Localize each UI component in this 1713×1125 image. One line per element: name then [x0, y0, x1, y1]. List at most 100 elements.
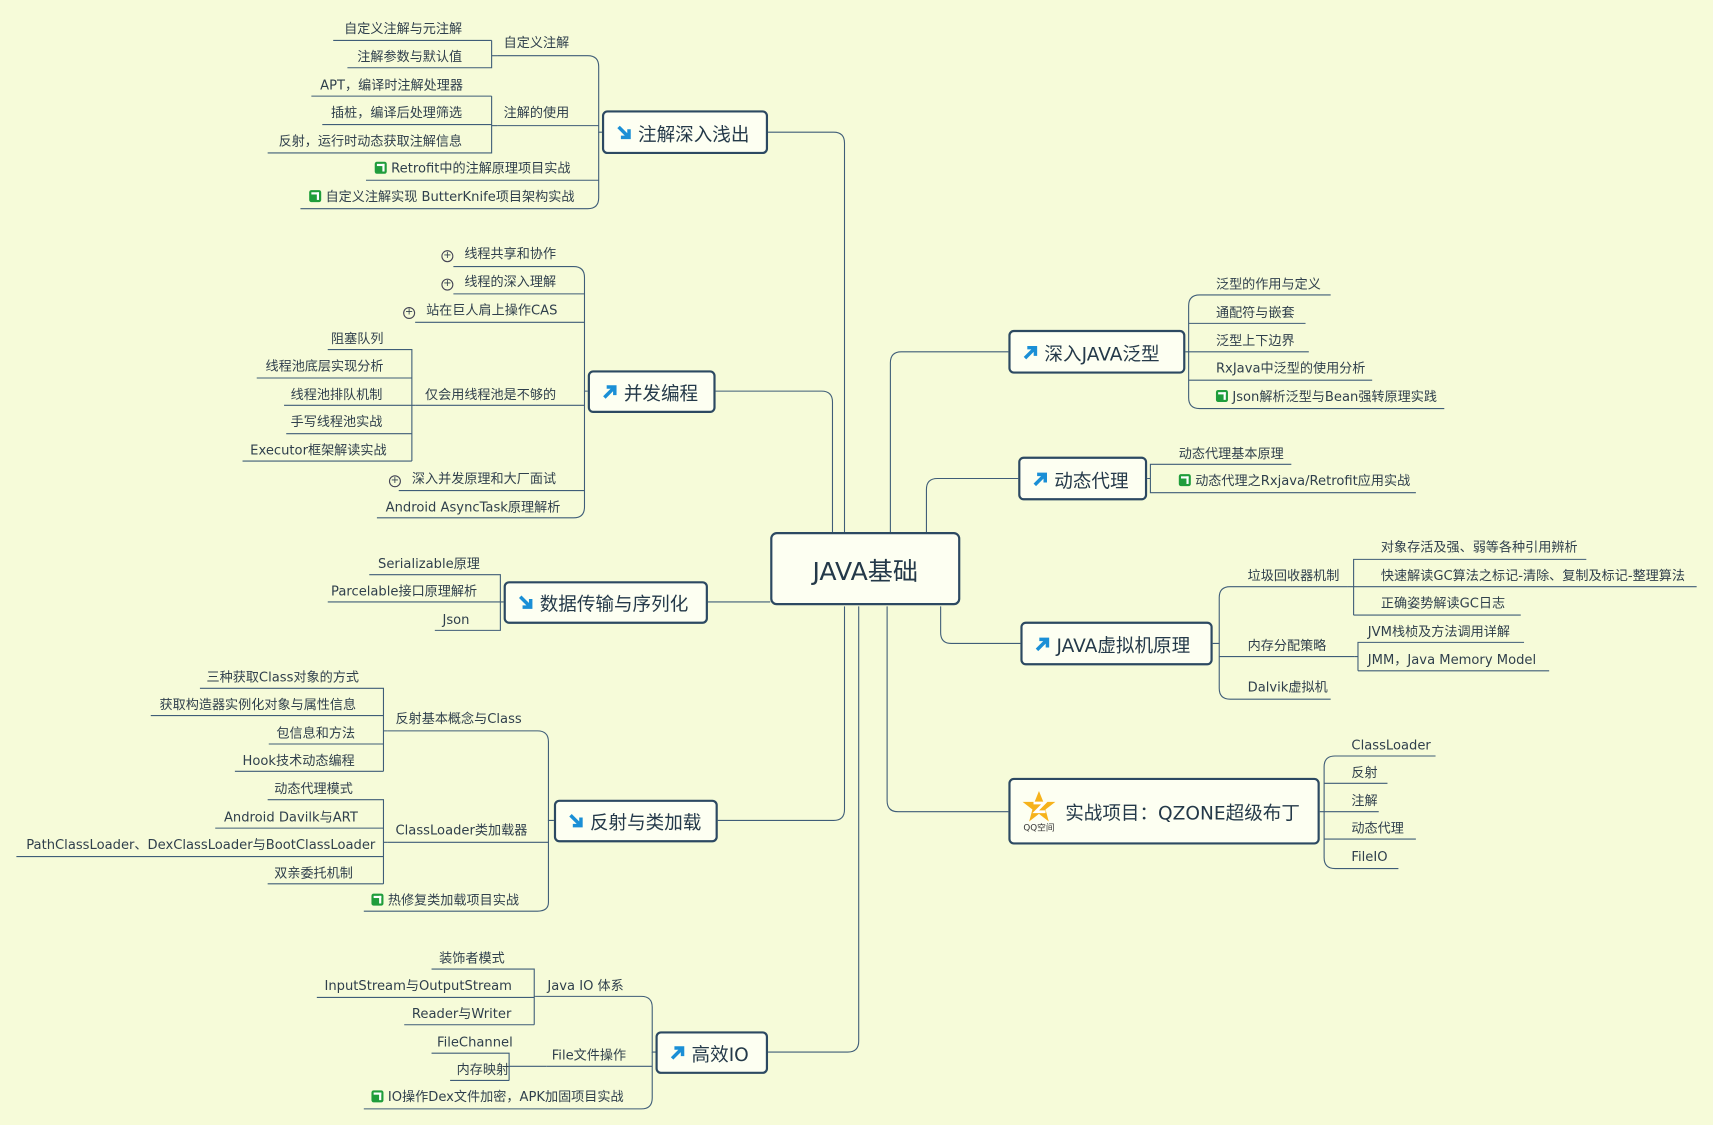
annotation-custom-item[interactable]: 注解参数与默认值 [357, 49, 463, 65]
concurrency-pool-item[interactable]: 线程池底层实现分析 [265, 358, 384, 374]
arrow-up-right-icon [1033, 472, 1047, 486]
task-marker-icon [374, 161, 387, 174]
reflection-loader-item[interactable]: PathClassLoader、DexClassLoader与BootClass… [26, 836, 376, 853]
arrow-down-right-icon [617, 125, 631, 139]
concurrency-asynctask[interactable]: Android AsyncTask原理解析 [385, 499, 561, 515]
concurrency-item[interactable]: +站在巨人肩上操作CAS [403, 302, 558, 320]
project-item[interactable]: 动态代理 [1351, 820, 1404, 836]
serialization-item[interactable]: Serializable原理 [378, 556, 480, 572]
concurrency-pool-item[interactable]: 阻塞队列 [331, 331, 384, 347]
arrow-down-right-icon [569, 813, 583, 828]
jvm-gc-item[interactable]: 对象存活及强、弱等各种引用辨析 [1380, 539, 1578, 555]
topic-serialization-label: 数据传输与序列化 [539, 594, 689, 617]
concurrency-pool-item[interactable]: 线程池排队机制 [290, 386, 383, 403]
jvm-mem-item[interactable]: JMM，Java Memory Model [1367, 652, 1537, 668]
qzone-logo-icon: QQ空间 [1021, 790, 1056, 832]
annotation-usage-item[interactable]: 插桩，编译后处理筛选 [331, 104, 463, 121]
generics-item[interactable]: 通配符与嵌套 [1215, 304, 1295, 321]
io-system-item[interactable]: InputStream与OutputStream [324, 977, 512, 994]
star-icon [1022, 790, 1056, 822]
annotation-usage-item[interactable]: 反射，运行时动态获取注解信息 [278, 133, 463, 149]
reflection-basic-item[interactable]: 获取构造器实例化对象与属性信息 [159, 697, 357, 713]
jvm-mem-item[interactable]: JVM栈桢及方法调用详解 [1367, 623, 1510, 640]
topic-project[interactable]: QQ空间 实战项目：QZONE超级布丁 [1008, 777, 1320, 845]
arrow-up-right-icon [603, 385, 617, 399]
serialization-item[interactable]: Parcelable接口原理解析 [331, 583, 478, 599]
concurrency-pool[interactable]: 仅会用线程池是不够的 [424, 386, 557, 403]
annotation-usage[interactable]: 注解的使用 [503, 104, 570, 121]
reflection-basic-item[interactable]: 三种获取Class对象的方式 [206, 669, 359, 685]
topic-annotation[interactable]: 注解深入浅出 [601, 110, 769, 155]
topic-annotation-label: 注解深入浅出 [638, 123, 750, 146]
topic-concurrency[interactable]: 并发编程 [587, 370, 716, 413]
topic-proxy[interactable]: 动态代理 [1018, 456, 1148, 501]
reflection-loader-item[interactable]: 双亲委托机制 [274, 865, 353, 881]
arrow-up-right-icon [1023, 345, 1038, 359]
central-topic-label: JAVA基础 [812, 557, 919, 587]
generics-json[interactable]: Json解析泛型与Bean强转原理实践 [1215, 389, 1437, 404]
topic-serialization[interactable]: 数据传输与序列化 [503, 581, 708, 624]
arrow-up-right-icon [670, 1046, 685, 1060]
io-file-item[interactable]: 内存映射 [456, 1061, 510, 1078]
project-item[interactable]: 反射 [1351, 764, 1378, 781]
plus-circle-icon[interactable]: + [441, 278, 454, 291]
jvm-mem[interactable]: 内存分配策略 [1247, 638, 1327, 654]
annotation-custom-item[interactable]: 自定义注解与元注解 [344, 20, 463, 37]
concurrency-pool-item[interactable]: Executor框架解读实战 [250, 442, 387, 458]
task-marker-icon [371, 1090, 384, 1103]
io-file-item[interactable]: FileChannel [437, 1034, 513, 1050]
arrow-down-right-icon [519, 595, 533, 609]
serialization-item[interactable]: Json [442, 611, 470, 628]
annotation-usage-item[interactable]: APT，编译时注解处理器 [320, 77, 463, 93]
reflection-loader[interactable]: ClassLoader类加载器 [395, 822, 528, 838]
jvm-gc-item[interactable]: 正确姿势解读GC日志 [1380, 595, 1506, 611]
reflection-loader-item[interactable]: 动态代理模式 [274, 781, 353, 797]
task-marker-icon [371, 893, 384, 906]
io-system-item[interactable]: 装饰者模式 [439, 950, 505, 966]
annotation-butterknife[interactable]: 自定义注解实现 ButterKnife项目架构实战 [309, 189, 574, 204]
concurrency-pool-item[interactable]: 手写线程池实战 [290, 414, 383, 430]
topic-proxy-label: 动态代理 [1054, 470, 1129, 493]
project-item[interactable]: ClassLoader [1351, 737, 1431, 753]
jvm-gc[interactable]: 垃圾回收器机制 [1247, 568, 1340, 584]
project-item[interactable]: FileIO [1351, 848, 1388, 865]
reflection-loader-item[interactable]: Android Davilk与ART [223, 809, 358, 825]
concurrency-item[interactable]: +线程的深入理解 [441, 274, 557, 291]
topic-jvm-label: JAVA虚拟机原理 [1056, 635, 1191, 658]
jvm-gc-item[interactable]: 快速解读GC算法之标记-清除、复制及标记-整理算法 [1380, 568, 1686, 584]
plus-circle-icon[interactable]: + [388, 475, 401, 488]
io-file[interactable]: File文件操作 [551, 1047, 627, 1064]
io-system[interactable]: Java IO 体系 [547, 977, 624, 994]
reflection-basic-item[interactable]: 包信息和方法 [276, 725, 356, 741]
generics-item[interactable]: 泛型的作用与定义 [1215, 276, 1321, 292]
project-item[interactable]: 注解 [1351, 793, 1378, 809]
annotation-custom[interactable]: 自定义注解 [503, 34, 570, 51]
topic-project-label: 实战项目：QZONE超级布丁 [1065, 802, 1300, 825]
io-system-item[interactable]: Reader与Writer [411, 1006, 512, 1022]
topic-generics-label: 深入JAVA泛型 [1044, 343, 1160, 366]
topic-generics[interactable]: 深入JAVA泛型 [1008, 329, 1186, 374]
reflection-hotfix[interactable]: 热修复类加载项目实战 [371, 893, 519, 908]
concurrency-interview[interactable]: +深入并发原理和大厂面试 [388, 470, 557, 488]
generics-item[interactable]: 泛型上下边界 [1215, 333, 1295, 349]
reflection-basic[interactable]: 反射基本概念与Class [395, 711, 522, 727]
topic-io[interactable]: 高效IO [655, 1031, 769, 1074]
annotation-retrofit[interactable]: Retrofit中的注解原理项目实战 [374, 161, 570, 176]
plus-circle-icon[interactable]: + [441, 250, 454, 263]
topic-jvm[interactable]: JAVA虚拟机原理 [1020, 621, 1213, 666]
central-topic[interactable]: JAVA基础 [770, 532, 961, 606]
proxy-rx[interactable]: 动态代理之Rxjava/Retrofit应用实战 [1178, 473, 1410, 488]
concurrency-item[interactable]: +线程共享和协作 [441, 245, 557, 263]
task-marker-icon [309, 190, 322, 203]
plus-circle-icon[interactable]: + [403, 306, 416, 320]
topic-io-label: 高效IO [691, 1044, 749, 1067]
generics-item[interactable]: RxJava中泛型的使用分析 [1215, 360, 1366, 376]
topic-reflection[interactable]: 反射与类加载 [553, 799, 718, 843]
jvm-dalvik[interactable]: Dalvik虚拟机 [1247, 679, 1328, 695]
io-dex[interactable]: IO操作Dex文件加密，APK加固项目实战 [371, 1089, 624, 1105]
task-marker-icon [1215, 390, 1228, 403]
reflection-basic-item[interactable]: Hook技术动态编程 [242, 752, 355, 769]
proxy-basic[interactable]: 动态代理基本原理 [1178, 445, 1284, 462]
